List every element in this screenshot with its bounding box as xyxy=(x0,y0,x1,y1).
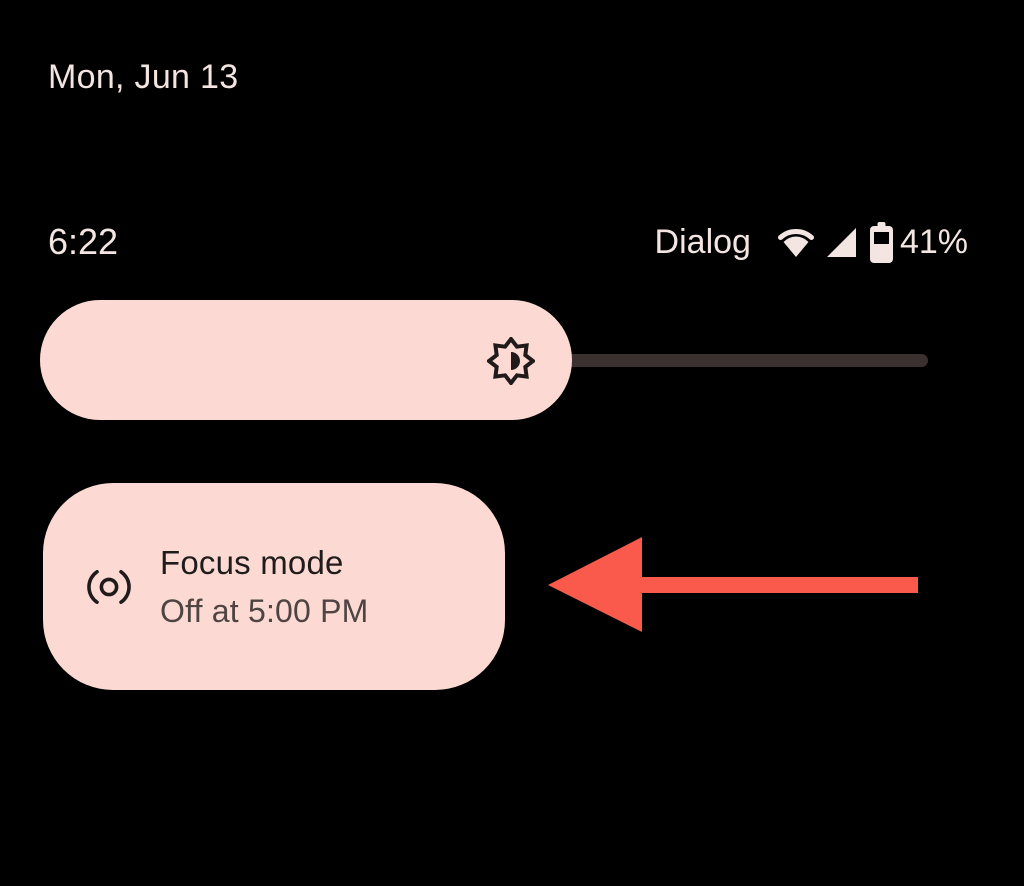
focus-mode-icon xyxy=(87,569,131,604)
status-bar-right: Dialog 41% xyxy=(654,221,968,263)
battery-percent-label: 41% xyxy=(899,222,968,261)
battery-icon xyxy=(869,221,893,263)
brightness-slider-fill[interactable] xyxy=(40,300,572,420)
annotation-arrow-left-icon xyxy=(548,537,918,632)
focus-mode-tile[interactable]: Focus mode Off at 5:00 PM xyxy=(43,483,505,690)
date-label: Mon, Jun 13 xyxy=(48,58,239,96)
cellular-signal-icon xyxy=(826,228,856,257)
focus-tile-title: Focus mode xyxy=(160,543,344,581)
focus-tile-subtitle: Off at 5:00 PM xyxy=(160,592,369,629)
status-bar: 6:22 Dialog 41% xyxy=(48,220,968,264)
wifi-icon xyxy=(777,229,814,257)
brightness-slider-track[interactable] xyxy=(540,354,928,367)
focus-tile-text: Focus mode Off at 5:00 PM xyxy=(160,544,369,630)
status-time: 6:22 xyxy=(48,221,119,262)
brightness-slider[interactable] xyxy=(40,300,930,420)
brightness-icon xyxy=(487,337,535,385)
carrier-label: Dialog xyxy=(654,222,751,261)
